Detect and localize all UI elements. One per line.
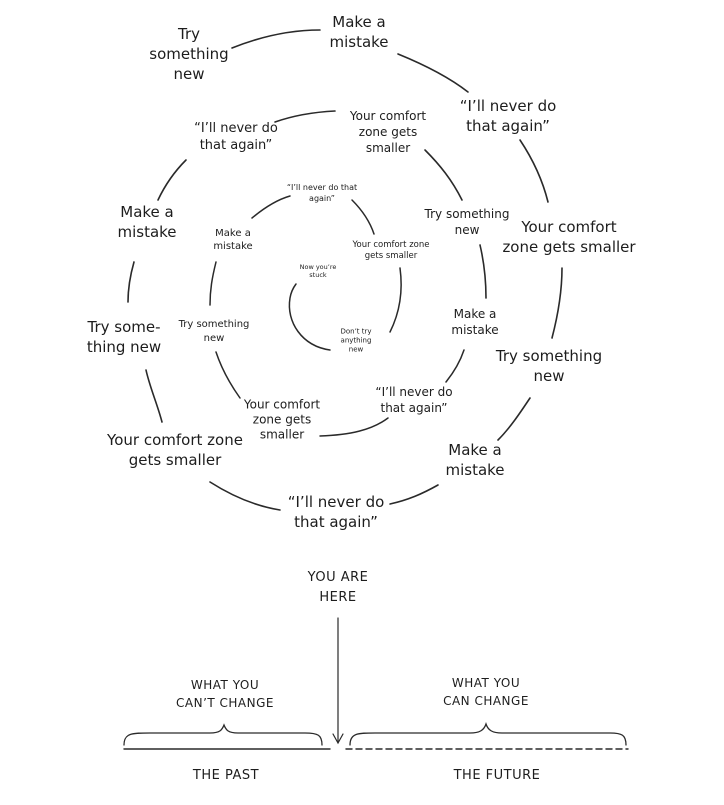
arc bbox=[157, 159, 187, 201]
future-brace bbox=[349, 721, 627, 746]
you-are-here-label: YOU ARE HERE bbox=[307, 570, 369, 605]
arc bbox=[351, 199, 375, 235]
label-try-new-middle: Try something new bbox=[178, 319, 250, 344]
label-comfort-center: Your comfort zone gets smaller bbox=[352, 240, 430, 261]
arc bbox=[519, 139, 549, 203]
label-never-again-left: “I’ll never do that again” bbox=[194, 121, 278, 153]
can-change-label: WHAT YOU CAN CHANGE bbox=[443, 676, 529, 708]
arc bbox=[209, 481, 281, 511]
label-never-again-inner: “I’ll never do that again” bbox=[286, 183, 358, 203]
arc bbox=[209, 261, 217, 306]
label-comfort-left: Your comfort zone gets smaller bbox=[107, 431, 243, 469]
label-never-again-middle: “I’ll never do that again” bbox=[375, 385, 453, 415]
arc bbox=[127, 261, 135, 303]
arc bbox=[497, 397, 531, 441]
past-label: THE PAST bbox=[192, 768, 260, 783]
label-make-mistake-inner-right: Make a mistake bbox=[451, 307, 499, 337]
arc bbox=[389, 267, 402, 333]
label-dont-try: Don’t try anything new bbox=[340, 327, 372, 354]
arc bbox=[145, 369, 163, 423]
arc bbox=[274, 110, 336, 123]
label-never-again-right: “I’ll never do that again” bbox=[459, 97, 557, 135]
label-make-mistake-top: Make a mistake bbox=[329, 13, 389, 51]
cant-change-label: WHAT YOU CAN’T CHANGE bbox=[176, 678, 274, 710]
arc bbox=[397, 53, 469, 93]
arc bbox=[389, 484, 439, 505]
future-label: THE FUTURE bbox=[453, 768, 541, 783]
label-try-new-left: Try some- thing new bbox=[86, 318, 162, 356]
arc bbox=[215, 351, 241, 399]
label-comfort-top: Your comfort zone gets smaller bbox=[349, 109, 427, 155]
arc bbox=[445, 349, 465, 383]
arc bbox=[424, 149, 463, 201]
arc bbox=[251, 195, 291, 219]
past-brace bbox=[123, 723, 323, 746]
arc bbox=[319, 417, 389, 437]
label-comfort-bottom-middle: Your comfort zone gets smaller bbox=[243, 397, 321, 442]
arc bbox=[479, 244, 487, 299]
label-comfort-right: Your comfort zone gets smaller bbox=[502, 218, 636, 256]
label-make-mistake-right: Make a mistake bbox=[445, 441, 505, 479]
label-make-mistake-left: Make a mistake bbox=[117, 203, 177, 241]
label-make-mistake-middle: Make a mistake bbox=[213, 228, 253, 252]
label-try-new-inner-right: Try something new bbox=[424, 207, 510, 237]
arc bbox=[231, 29, 321, 49]
label-stuck: Now you’re stuck bbox=[299, 263, 337, 279]
label-never-again-bottom: “I’ll never do that again” bbox=[287, 493, 385, 531]
label-try-new-right: Try something new bbox=[495, 347, 603, 385]
here-arrow-head bbox=[332, 733, 344, 745]
label-try-new-top-left: Try something new bbox=[149, 25, 229, 83]
arc bbox=[288, 283, 331, 351]
arc bbox=[551, 267, 563, 339]
